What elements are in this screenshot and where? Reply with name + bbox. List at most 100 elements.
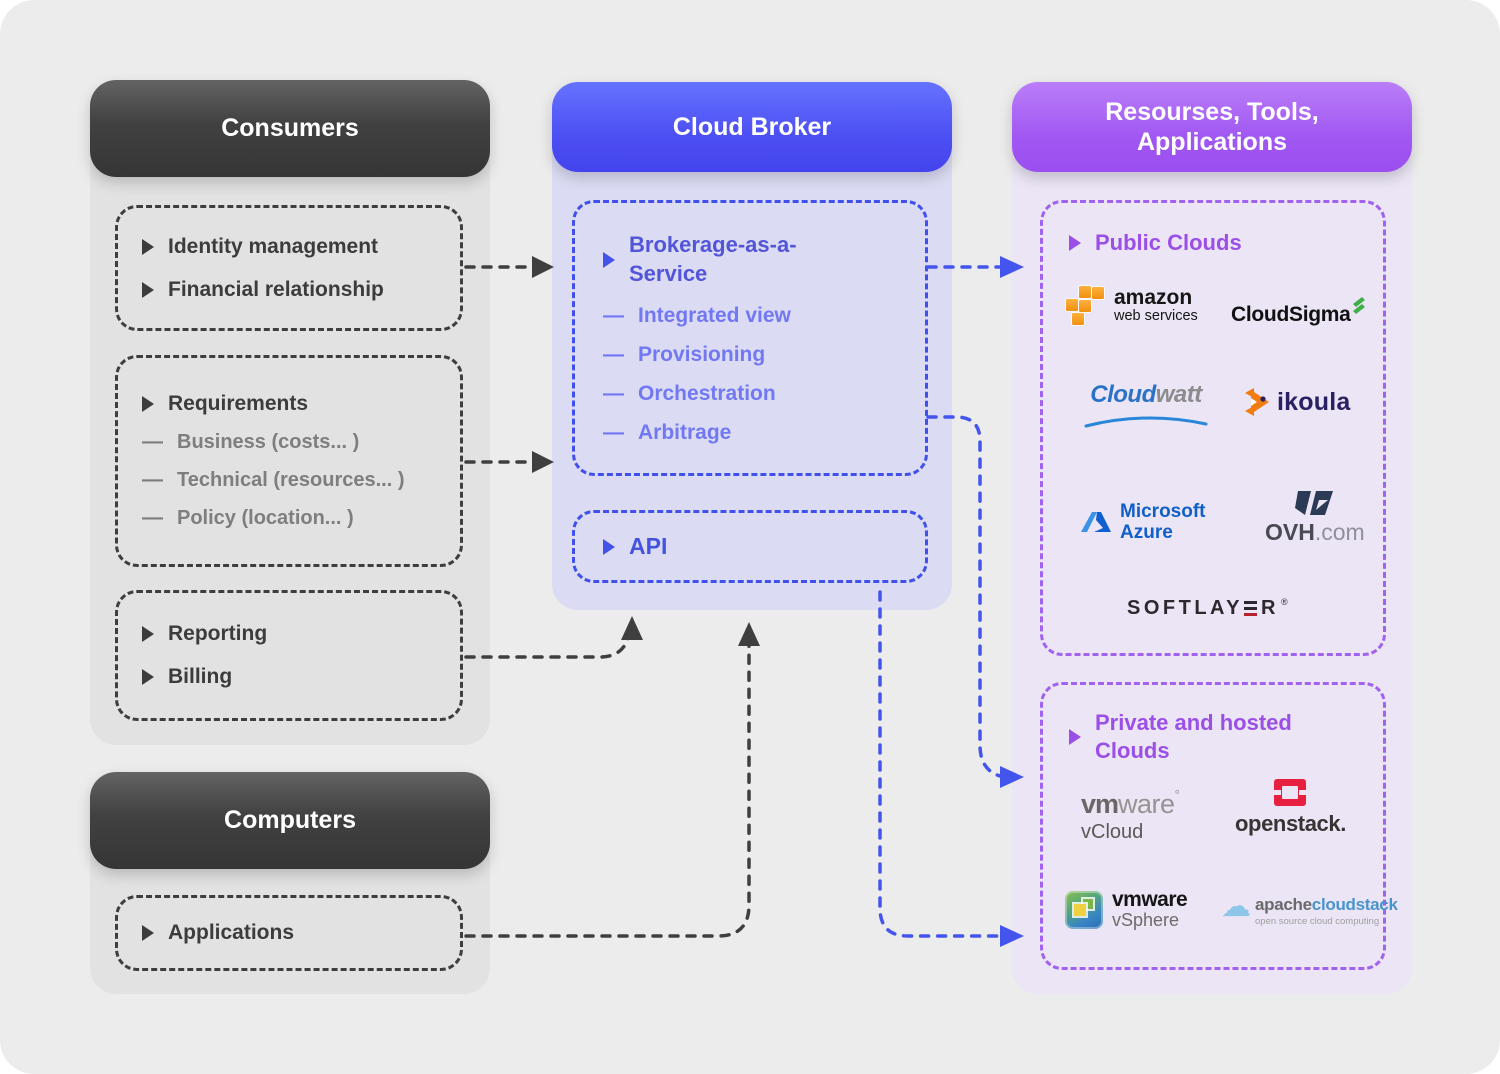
- identity-box: Identity management Financial relationsh…: [115, 205, 463, 331]
- cloudstack-wordmark-apache: apache: [1255, 895, 1312, 914]
- dash-icon: —: [603, 381, 624, 405]
- softlayer-wordmark-pre: SOFTLAY: [1127, 597, 1243, 619]
- aws-cubes-icon: [1065, 286, 1107, 326]
- cloud-broker-panel: Cloud Broker Brokerage-as-a-Service — In…: [552, 82, 952, 610]
- api-item: API: [603, 533, 925, 560]
- resources-header: Resourses, Tools, Applications: [1012, 82, 1412, 172]
- public-clouds-heading-row: Public Clouds: [1069, 229, 1242, 257]
- baas-heading-row: Brokerage-as-a-Service: [603, 231, 925, 288]
- cloudstack-wordmark-cloudstack: cloudstack: [1311, 895, 1398, 914]
- play-triangle-icon: [142, 925, 154, 941]
- item-label: Policy (location... ): [177, 506, 354, 529]
- technical-item: — Technical (resources... ): [142, 468, 460, 492]
- dash-icon: —: [142, 468, 163, 491]
- cloudwatt-wordmark-watt: watt: [1155, 381, 1203, 408]
- public-clouds-box: Public Clouds amazon web services Clo: [1040, 200, 1386, 656]
- requirements-box: Requirements — Business (costs... ) — Te…: [115, 355, 463, 567]
- item-label: Business (costs... ): [177, 430, 360, 453]
- resources-panel: Resourses, Tools, Applications Public Cl…: [1012, 82, 1412, 994]
- play-triangle-icon: [603, 252, 615, 268]
- public-clouds-heading: Public Clouds: [1095, 230, 1242, 255]
- computers-title: Computers: [224, 806, 356, 835]
- arrow-api-to-private-clouds: [878, 590, 1002, 938]
- openstack-wordmark: openstack.: [1235, 811, 1346, 836]
- vmware-degree-mark: °: [1174, 787, 1180, 802]
- item-label: Financial relationship: [168, 277, 384, 301]
- arbitrage-item: — Arbitrage: [603, 421, 925, 445]
- financial-item: Financial relationship: [142, 278, 460, 302]
- vmware-vsphere-logo: vmware vSphere: [1065, 888, 1188, 931]
- computers-panel: Computers Applications: [90, 772, 490, 994]
- consumers-title: Consumers: [221, 114, 359, 143]
- private-clouds-heading: Private and hosted Clouds: [1095, 710, 1292, 764]
- cloud-broker-header: Cloud Broker: [552, 82, 952, 172]
- item-label: Reporting: [168, 622, 268, 645]
- play-triangle-icon: [1069, 729, 1081, 746]
- openstack-square-icon: [1274, 779, 1307, 806]
- api-box: API: [572, 510, 928, 583]
- dash-icon: —: [142, 506, 163, 529]
- vsphere-wordmark-line1: vmware: [1112, 888, 1188, 911]
- resources-title: Resourses, Tools, Applications: [1105, 97, 1319, 157]
- vcloud-subtext: vCloud: [1081, 821, 1144, 843]
- item-label: Identity management: [168, 234, 379, 258]
- reporting-box: Reporting Billing: [115, 590, 463, 721]
- arrowhead-reporting-to-broker: [621, 616, 643, 640]
- baas-heading: Brokerage-as-a-Service: [629, 232, 797, 286]
- azure-a-icon: [1081, 512, 1111, 533]
- softlayer-logo: SOFTLAY R ®: [1127, 597, 1288, 620]
- arrowhead-requirements-to-broker: [532, 451, 554, 473]
- softlayer-registered-mark: ®: [1280, 596, 1288, 607]
- dash-icon: —: [603, 420, 624, 444]
- play-triangle-icon: [142, 238, 154, 255]
- ikoula-logo: ikoula: [1241, 386, 1350, 418]
- requirements-heading-row: Requirements: [142, 392, 460, 416]
- computers-header: Computers: [90, 772, 490, 869]
- arrow-applications-to-broker: [464, 642, 751, 938]
- play-triangle-icon: [142, 669, 154, 685]
- apache-cloudstack-logo: ☁ apachecloudstack open source cloud com…: [1221, 892, 1398, 928]
- consumers-panel: Consumers Identity management Financial …: [90, 80, 490, 745]
- azure-wordmark-line2: Azure: [1120, 522, 1173, 544]
- ovh-logo: OVH.com: [1265, 491, 1365, 546]
- aws-logo: amazon web services: [1065, 286, 1198, 326]
- ikoula-fish-icon: [1245, 388, 1269, 416]
- arrowhead-identity-to-broker: [532, 256, 554, 278]
- business-item: — Business (costs... ): [142, 430, 460, 454]
- openstack-logo: openstack.: [1235, 779, 1346, 837]
- reporting-item: Reporting: [142, 622, 460, 646]
- item-label: Billing: [168, 665, 233, 688]
- softlayer-wordmark-post: R: [1261, 597, 1279, 619]
- cloudwatt-swoosh-icon: [1084, 416, 1208, 428]
- brokerage-box: Brokerage-as-a-Service — Integrated view…: [572, 200, 928, 476]
- ovh-mark-icon: [1294, 491, 1333, 515]
- api-label: API: [629, 533, 668, 559]
- dash-icon: —: [603, 303, 624, 327]
- aws-subtext: web services: [1114, 307, 1198, 324]
- cloudsigma-logo: CloudSigma: [1231, 297, 1366, 327]
- requirements-heading: Requirements: [168, 392, 309, 415]
- play-triangle-icon: [142, 281, 154, 298]
- item-label: Integrated view: [638, 303, 791, 327]
- cloud-broker-title: Cloud Broker: [672, 112, 832, 141]
- integrated-view-item: — Integrated view: [603, 304, 925, 328]
- azure-wordmark-line1: Microsoft: [1120, 501, 1206, 522]
- cloudwatt-wordmark-cloud: Cloud: [1090, 381, 1156, 408]
- vmware-wordmark-vm: vm: [1081, 789, 1119, 819]
- vsphere-badge-icon: [1065, 890, 1103, 929]
- dash-icon: —: [142, 430, 163, 453]
- play-triangle-icon: [142, 396, 154, 412]
- cloudsigma-glyph-icon: [1352, 297, 1365, 314]
- policy-item: — Policy (location... ): [142, 506, 460, 530]
- item-label: Technical (resources... ): [177, 468, 405, 491]
- play-triangle-icon: [142, 626, 154, 642]
- item-label: Orchestration: [638, 381, 776, 405]
- provisioning-item: — Provisioning: [603, 343, 925, 367]
- applications-item: Applications: [142, 921, 460, 945]
- arrow-reporting-to-broker: [464, 636, 630, 659]
- aws-wordmark: amazon: [1114, 286, 1193, 310]
- cloudwatt-logo: Cloudwatt: [1083, 381, 1209, 429]
